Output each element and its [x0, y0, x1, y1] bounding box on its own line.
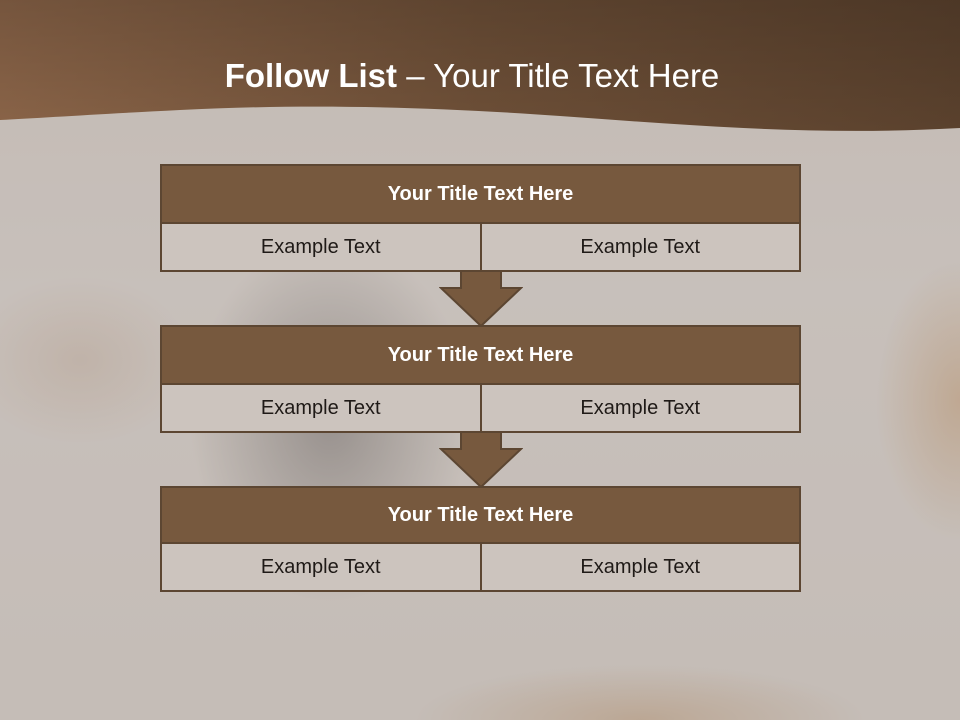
header-wave-band: [0, 0, 960, 131]
slide-title-bold: Follow List: [224, 57, 398, 94]
stage-title: Your Title Text Here: [162, 327, 799, 385]
flow-stage-1: Your Title Text Here Example Text Exampl…: [160, 164, 801, 272]
stage-cell-left: Example Text: [260, 556, 381, 578]
stage-cell-left: Example Text: [260, 236, 381, 258]
stage-title: Your Title Text Here: [162, 488, 799, 544]
stage-title: Your Title Text Here: [162, 166, 799, 224]
stage-cell-left: Example Text: [260, 397, 381, 419]
down-arrow-icon: [439, 431, 523, 489]
flow-stage-3: Your Title Text Here Example Text Exampl…: [160, 486, 801, 592]
flow-stage-2: Your Title Text Here Example Text Exampl…: [160, 325, 801, 433]
stage-cell-right: Example Text: [479, 544, 800, 590]
stage-cell-right: Example Text: [479, 224, 800, 270]
stage-cell-right: Example Text: [479, 385, 800, 431]
slide-title-rest: – Your Title Text Here: [397, 57, 720, 94]
down-arrow-icon: [439, 270, 523, 328]
slide-title: Follow List – Your Title Text Here: [0, 54, 944, 98]
